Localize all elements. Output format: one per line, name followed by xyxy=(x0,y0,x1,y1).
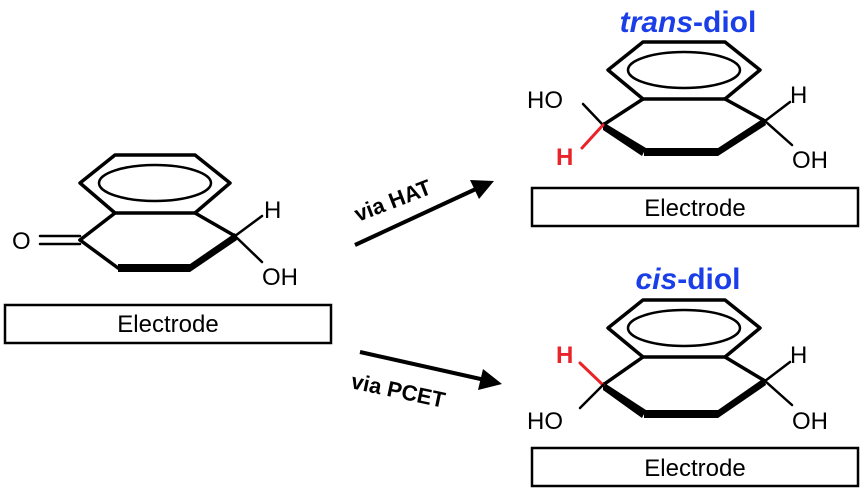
trans-right-oh: OH xyxy=(792,147,828,174)
trans-bold-bond xyxy=(644,148,718,156)
arrow-label: via HAT xyxy=(351,174,435,226)
title-italic-prefix: cis xyxy=(635,263,677,296)
trans-bond xyxy=(723,97,767,123)
trans-right-h-bond xyxy=(763,100,792,123)
reactant-bond xyxy=(193,211,237,238)
reactant-hydrogen: H xyxy=(264,197,281,224)
cis-wedge-bond xyxy=(603,382,646,418)
title-italic-prefix: trans xyxy=(620,6,693,39)
title-suffix: -diol xyxy=(677,263,740,296)
cis-aromatic-circle xyxy=(626,308,742,348)
electrode-label: Electrode xyxy=(644,195,745,222)
title-suffix: -diol xyxy=(693,6,756,39)
trans-title: trans-diol xyxy=(620,6,757,39)
trans-left-h: H xyxy=(556,144,573,171)
cis-right-h-bond xyxy=(763,360,792,383)
arrow-shaft xyxy=(359,350,486,382)
arrowhead xyxy=(478,369,502,390)
cis-bond xyxy=(601,355,645,387)
cis-left-oh: HO xyxy=(527,408,563,435)
cis-right-h: H xyxy=(790,342,807,369)
arrow-label: via PCET xyxy=(349,368,448,412)
cis-right-oh: OH xyxy=(792,408,828,435)
trans-left-oh: HO xyxy=(527,87,563,114)
reactant-bold-bond xyxy=(118,264,190,272)
cis-diol-molecule: H HO H OH xyxy=(527,298,828,435)
trans-benzene-ring xyxy=(606,40,762,101)
reactant-ch-bond xyxy=(233,214,264,238)
trans-aromatic-circle xyxy=(626,50,742,90)
cis-left-oh-bond xyxy=(578,383,605,410)
reactant-hydroxyl: OH xyxy=(262,264,298,291)
cis-wedge-bond xyxy=(718,378,766,418)
arrow-shaft xyxy=(354,186,479,247)
reactant-bond xyxy=(78,211,117,242)
trans-left-h-bond xyxy=(580,123,605,150)
reactant-electrode: Electrode xyxy=(3,303,333,345)
cis-diol-title: cis-diol xyxy=(635,263,740,296)
arrow-hat: via HAT xyxy=(351,174,494,247)
cis-bond xyxy=(723,355,767,383)
reactant-bond xyxy=(78,238,120,270)
trans-diol-title: trans-diol xyxy=(620,6,757,39)
electrode-bar xyxy=(3,303,333,345)
reactant-molecule: O H OH xyxy=(12,153,298,291)
trans-left-oh-bond xyxy=(581,102,605,127)
cis-left-h-bond xyxy=(578,361,605,387)
arrow-pcet: via PCET xyxy=(349,350,502,413)
electrode-bar xyxy=(530,186,860,228)
reactant-carbonyl-o: O xyxy=(12,228,31,255)
cis-bold-bond xyxy=(644,410,718,418)
reactant-aromatic-circle xyxy=(97,163,213,203)
trans-right-oh-bond xyxy=(763,119,794,147)
cis-right-oh-bond xyxy=(763,379,794,407)
trans-bond xyxy=(601,97,645,127)
trans-wedge-bond xyxy=(603,122,646,156)
reactant-wedge-bond xyxy=(190,233,237,272)
cis-benzene-ring xyxy=(606,298,762,359)
arrowhead xyxy=(470,180,494,199)
reactant-coh-bond xyxy=(233,234,264,264)
trans-right-h: H xyxy=(790,82,807,109)
trans-wedge-bond xyxy=(718,118,766,156)
trans-diol-molecule: HO H H OH xyxy=(527,40,828,174)
cis-left-h: H xyxy=(556,342,573,369)
cis-electrode: Electrode xyxy=(530,446,860,488)
electrode-label: Electrode xyxy=(644,455,745,482)
electrode-bar xyxy=(530,446,860,488)
trans-electrode: Electrode xyxy=(530,186,860,228)
cis-title: cis-diol xyxy=(635,263,740,296)
electrode-label: Electrode xyxy=(117,311,218,338)
reactant-benzene-ring xyxy=(78,153,232,215)
